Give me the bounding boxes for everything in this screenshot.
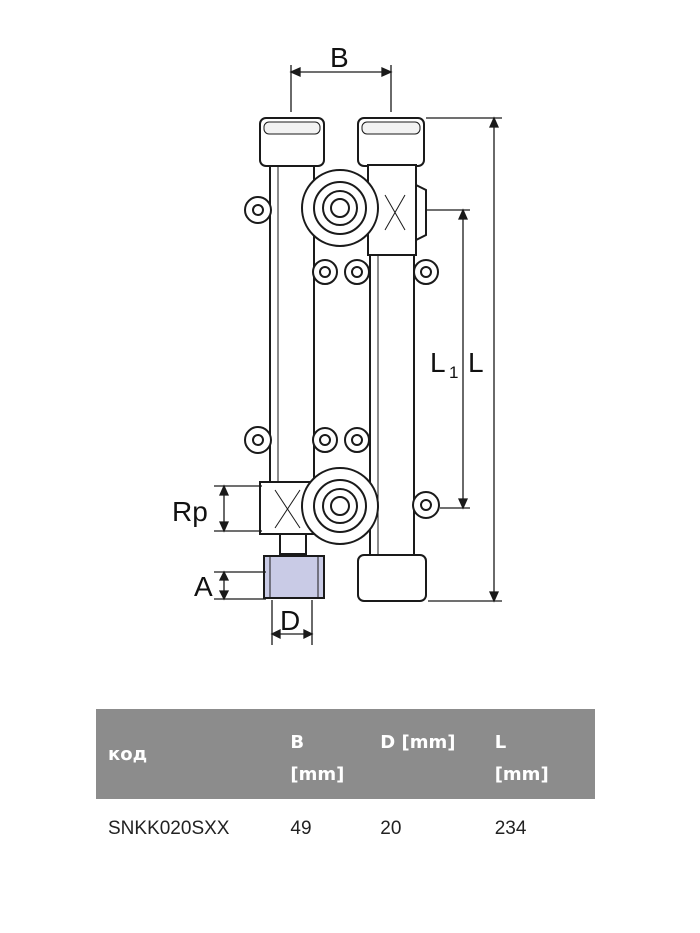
table-row: SNKK020SXX 49 20 234	[96, 799, 595, 859]
header-l-label: L	[494, 732, 507, 753]
manifold-body	[244, 117, 440, 602]
threaded-connector	[263, 555, 325, 599]
header-b: B [mm]	[290, 709, 381, 799]
cell-d: 20	[380, 818, 402, 839]
dimension-label-d: D	[280, 605, 300, 636]
header-l-unit: [mm]	[494, 764, 549, 785]
header-d: D [mm]	[380, 709, 495, 799]
lower-ring-outlet	[301, 467, 379, 545]
bottom-right-cap	[357, 554, 427, 602]
mounting-brackets	[244, 196, 440, 519]
manifold-technical-drawing: B L L 1 Rp A D	[172, 42, 502, 645]
cell-b: 49	[290, 818, 312, 839]
header-d-label: D [mm]	[380, 732, 456, 753]
header-b-label: B	[290, 732, 305, 753]
header-code: код	[96, 709, 291, 799]
specification-table: код B [mm] D [mm] L [mm] SNKK020SXX 49 20 …	[96, 709, 595, 859]
cell-l: 234	[494, 818, 527, 839]
header-code-label: код	[108, 743, 148, 765]
dimension-label-l1: L	[430, 347, 446, 378]
cell-code: SNKK020SXX	[108, 818, 230, 839]
header-b-unit: [mm]	[290, 764, 345, 785]
dimension-label-rp: Rp	[172, 496, 208, 527]
table-header-row: код B [mm] D [mm] L [mm]	[96, 709, 595, 799]
dimension-label-a: A	[194, 571, 213, 602]
dimension-lines	[214, 65, 502, 645]
upper-ring-outlet	[301, 169, 379, 247]
dimension-label-b: B	[330, 42, 349, 73]
dimension-label-l1-subscript: 1	[449, 363, 458, 382]
header-l: L [mm]	[494, 709, 595, 799]
dimension-label-l: L	[468, 347, 484, 378]
